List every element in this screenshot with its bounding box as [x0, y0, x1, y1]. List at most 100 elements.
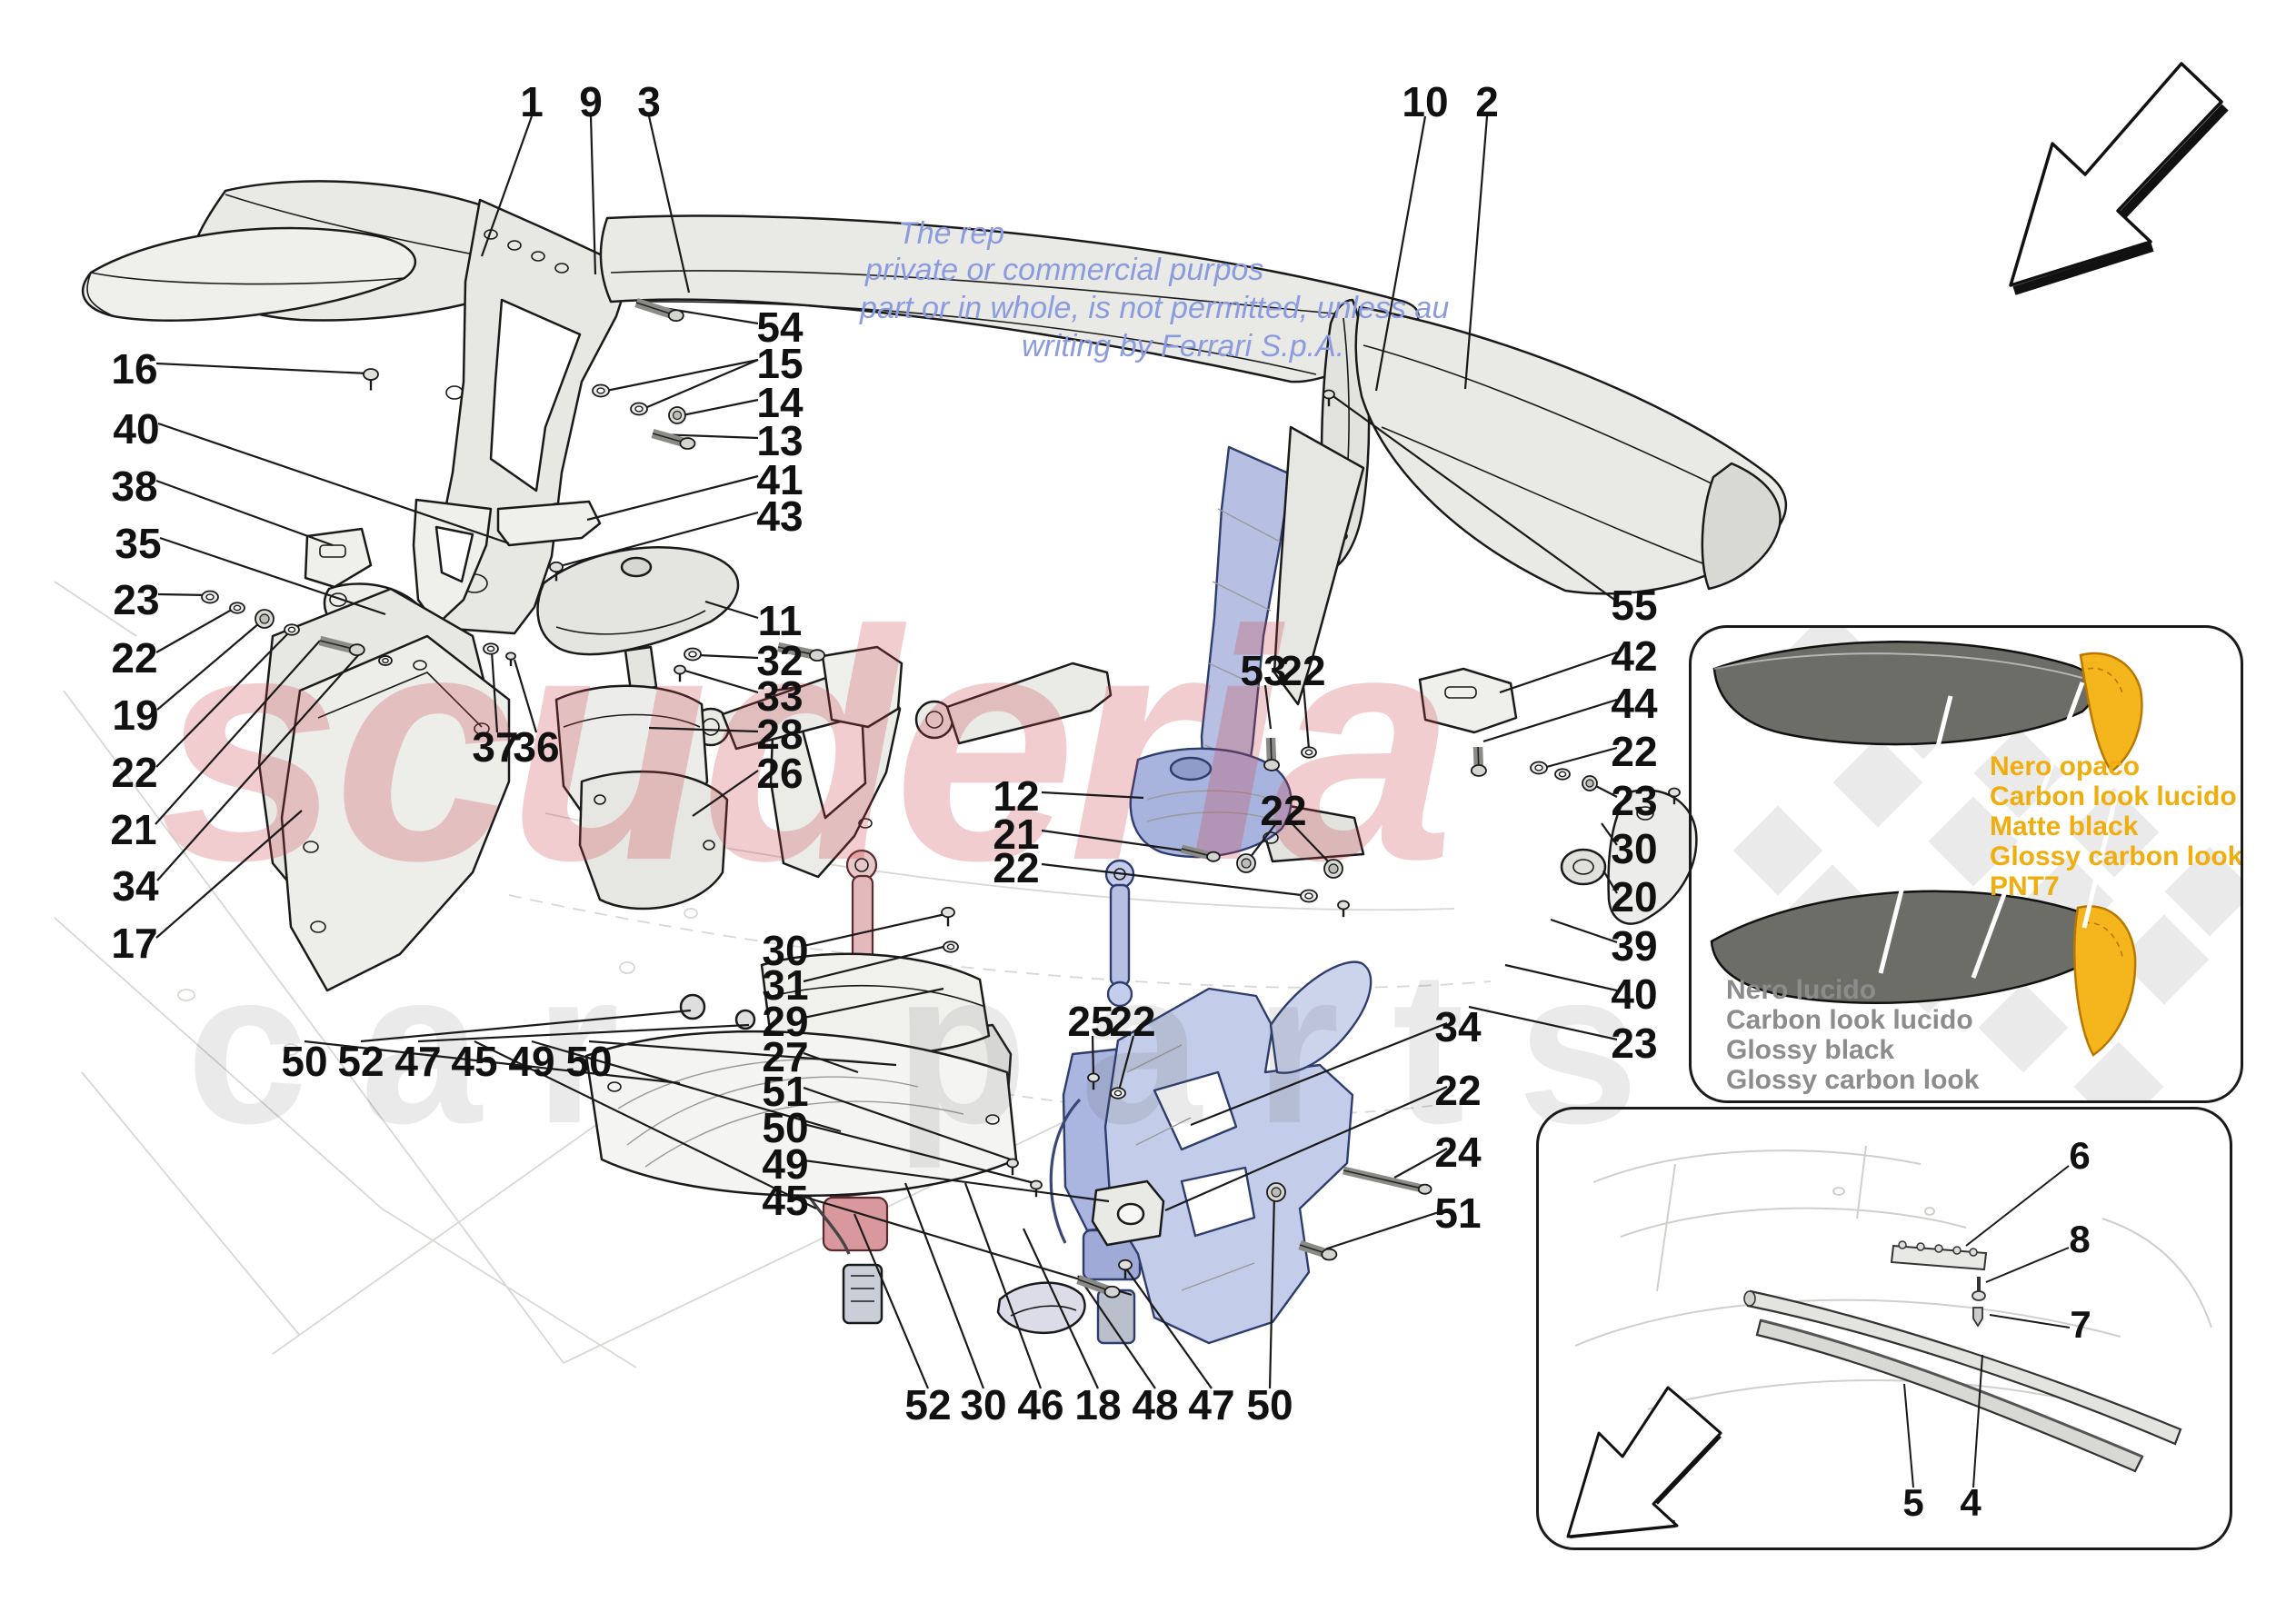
leader-line: [1989, 1314, 2071, 1328]
leader-line: [156, 652, 361, 881]
leader-line: [155, 640, 321, 825]
bolt-fastener: [1076, 1275, 1121, 1299]
washer-fastener: [943, 940, 959, 953]
finish-label-yellow: Carbon look lucido: [1990, 781, 2237, 811]
callout-number: 28: [756, 711, 803, 758]
callout-number: 21: [110, 806, 156, 853]
callout-number: 52: [904, 1381, 951, 1428]
leader-line: [155, 810, 303, 939]
callout-number: 54: [756, 304, 804, 351]
leader-line: [490, 651, 499, 733]
callout-number: 22: [1279, 647, 1325, 694]
leader-line: [853, 1213, 930, 1389]
trim-strip-lower: [1755, 1318, 2144, 1473]
leader-line: [360, 1009, 692, 1043]
callout-number: 50: [281, 1038, 327, 1085]
washer-fastener: [1530, 761, 1548, 775]
leader-line: [559, 511, 759, 568]
leader-line: [417, 1023, 750, 1043]
callout-number: 47: [1188, 1381, 1234, 1428]
leader-line: [586, 474, 759, 522]
leader-line: [1041, 791, 1144, 800]
callout-number: 40: [1611, 970, 1657, 1018]
leader-line: [1550, 918, 1618, 944]
callout-number: 49: [508, 1038, 554, 1085]
leader-line: [1164, 1085, 1448, 1212]
leader-line: [155, 606, 237, 653]
leader-line: [513, 659, 538, 733]
callout-number: 29: [762, 998, 808, 1045]
callout-number: 38: [111, 463, 157, 510]
washer-fastener: [483, 642, 499, 655]
callout-number: 39: [1611, 922, 1657, 970]
callout-number: 43: [756, 493, 803, 540]
washer-fastener: [1554, 768, 1571, 781]
callout-number: 22: [1260, 787, 1306, 834]
finish-leader-lines: [1878, 682, 2120, 979]
leader-line: [159, 536, 386, 616]
leader-line: [1263, 684, 1273, 730]
leader-line: [803, 1122, 1035, 1185]
finish-label-gray: Glossy black: [1726, 1035, 1894, 1065]
callout-number: 19: [112, 692, 158, 739]
callout-number: 4: [1960, 1481, 1982, 1524]
direction-arrow-top: [2009, 62, 2229, 295]
callout-number: 5: [1902, 1481, 1923, 1524]
callout-number: 13: [756, 417, 803, 464]
callout-number: 22: [1611, 728, 1657, 775]
leader-line: [647, 115, 691, 294]
copyright-line-4: writing by Ferrari S.p.A.: [1022, 329, 1344, 363]
right-wing-section: [1354, 305, 1788, 595]
leader-line: [1321, 1208, 1448, 1252]
leader-line: [1602, 870, 1618, 894]
leader-line: [157, 592, 209, 597]
callout-number: 31: [762, 961, 808, 1009]
bracket-42: [1418, 667, 1518, 734]
washer-fastener: [1300, 889, 1318, 903]
nut-fastener: [255, 609, 275, 629]
bracket-12-blue: [1129, 747, 1293, 859]
trim-box-sketch: [1574, 1145, 2212, 1428]
finish-label-yellow: Nero opaco: [1990, 751, 2140, 781]
callout-number: 18: [1074, 1381, 1121, 1428]
callout-number: 51: [762, 1068, 808, 1115]
callout-number: 45: [762, 1177, 808, 1224]
finish-label-yellow: Glossy carbon look: [1990, 841, 2241, 871]
nut-fastener: [668, 406, 686, 424]
finish-label-yellow: PNT7: [1990, 871, 2060, 901]
callout-number: 2: [1475, 78, 1499, 125]
leader-line: [1468, 1005, 1618, 1041]
leader-line: [1539, 746, 1618, 771]
washer-fastener: [229, 602, 245, 614]
leader-line: [1268, 1193, 1276, 1389]
leader-line: [156, 618, 265, 711]
trim-strip-upper: [1743, 1289, 2182, 1446]
washer-fastener: [630, 402, 648, 416]
bolt-fastener: [1263, 737, 1280, 771]
leader-line: [648, 726, 759, 733]
leader-line: [1330, 393, 1618, 602]
callout-number: 50: [565, 1038, 612, 1085]
callout-number: 55: [1611, 582, 1657, 629]
right-wing-strut: [1200, 425, 1365, 863]
leader-line: [1463, 115, 1489, 390]
leader-line: [963, 1182, 1043, 1389]
callout-number: 23: [1611, 1020, 1657, 1067]
screw-fastener: [1006, 1158, 1019, 1176]
heat-shields: [554, 684, 729, 911]
leader-line: [589, 115, 597, 275]
bolt-fastener: [1298, 1240, 1338, 1261]
callout-number: 45: [451, 1038, 497, 1085]
bolt-fastener: [634, 298, 684, 323]
nut-fastener: [1236, 853, 1256, 873]
bolt-fastener: [651, 428, 696, 450]
bolt-fastener: [1342, 1166, 1433, 1195]
leader-line: [803, 1195, 1133, 1297]
leader-line: [1972, 1354, 1983, 1488]
copyright-line-3: part or in whole, is not permitted, unle…: [859, 291, 1449, 325]
leader-line: [1302, 684, 1311, 750]
